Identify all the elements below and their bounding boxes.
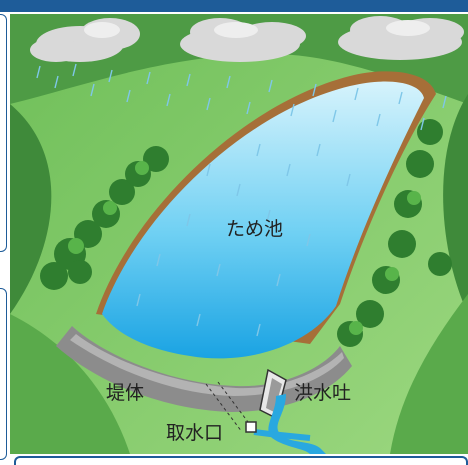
intake-gate-icon (245, 421, 257, 433)
rain-streaks (36, 63, 447, 337)
spillway-label: 洪水吐 (294, 382, 352, 404)
reservoir-diagram (10, 14, 468, 454)
pond-label: ため池 (226, 218, 284, 240)
cloud-highlights (84, 20, 430, 38)
intake-label: 取水口 (166, 422, 224, 444)
embankment-crest (70, 334, 344, 396)
top-frame-bar (0, 0, 468, 12)
lower-left-slope (10, 314, 130, 454)
pond-water (102, 81, 424, 359)
left-tab-upper (0, 14, 7, 252)
left-slope-shadow (10, 104, 52, 314)
right-slope-shadow (443, 94, 468, 314)
left-side-tabs (0, 14, 10, 460)
left-tab-lower (0, 288, 7, 460)
embankment-label: 堤体 (106, 382, 145, 404)
outlet-stream (268, 394, 326, 454)
intake-outflow (253, 429, 311, 441)
bottom-frame-bar (14, 456, 468, 465)
reservoir-illustration: ため池 堤体 洪水吐 取水口 (10, 14, 468, 454)
lower-right-slope (390, 294, 468, 454)
tree-clumps (40, 119, 452, 347)
tree-highlights (68, 161, 421, 335)
